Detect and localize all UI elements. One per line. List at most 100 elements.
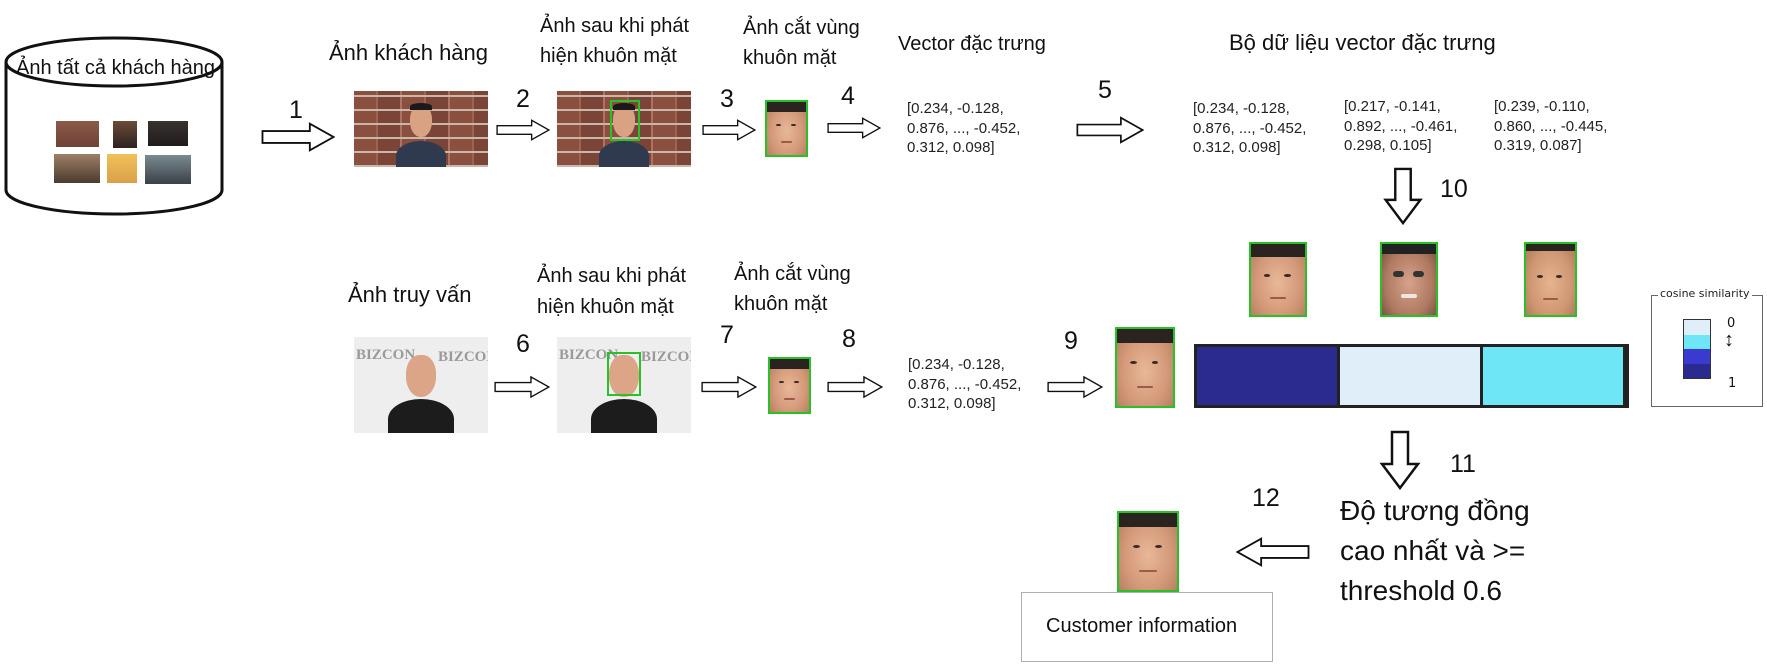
dataset-vector-1: [0.234, -0.128, 0.876, ..., -0.452, 0.31… [1193, 99, 1306, 158]
query-crop-line1: Ảnh cắt vùng [734, 263, 851, 285]
vector-line: [0.234, -0.128, [907, 100, 1004, 117]
arrow-step-4 [827, 114, 881, 142]
vector-line: 0.876, ..., -0.452, [907, 119, 1021, 137]
step-11-label: 11 [1450, 450, 1476, 478]
feature-vector-values: [0.234, -0.128, 0.876, ..., -0.452, 0.31… [907, 99, 1020, 158]
step-6-label: 6 [516, 330, 530, 358]
detected-query-photo: BIZCON BIZCON [557, 337, 691, 433]
vector-line: 0.876, ..., -0.452, [1193, 119, 1307, 137]
bar-end-tick [1626, 344, 1629, 408]
result-text: Độ tương đồng cao nhất và >= threshold 0… [1340, 491, 1530, 610]
step-7-label: 7 [720, 321, 734, 349]
step-5-label: 5 [1098, 76, 1112, 104]
similarity-segment-2 [1340, 347, 1480, 405]
candidate-face-1 [1249, 242, 1307, 317]
arrow-step-3 [702, 116, 756, 144]
legend-swatch-mid [1684, 349, 1710, 364]
arrow-step-2 [496, 116, 550, 144]
cropped-customer-face [765, 100, 808, 157]
vector-line: [0.234, -0.128, [1193, 100, 1290, 117]
db-thumb-5 [107, 154, 137, 183]
face-bounding-box [607, 352, 641, 396]
vector-line: [0.234, -0.128, [908, 356, 1005, 373]
arrow-step-7 [701, 373, 757, 401]
result-line-2: cao nhất và >= [1340, 534, 1526, 566]
query-photo-logo-text: BIZCON [356, 347, 416, 363]
vector-line: [0.217, -0.141, [1344, 98, 1441, 115]
query-photo-logo-text: BIZCON [438, 349, 488, 365]
customer-information-box[interactable]: Customer information [1021, 592, 1273, 662]
after-detect-title-line2: hiện khuôn mặt [540, 45, 677, 67]
customer-photo [354, 91, 488, 167]
step-3-label: 3 [720, 85, 734, 113]
face-bounding-box [610, 100, 640, 141]
arrow-step-6 [494, 373, 550, 401]
vector-line: 0.876, ..., -0.452, [908, 375, 1022, 393]
candidate-face-3 [1524, 242, 1577, 317]
vector-line: 0.312, 0.098] [1193, 139, 1281, 156]
dataset-vector-2: [0.217, -0.141, 0.892, ..., -0.461, 0.29… [1344, 97, 1457, 156]
db-label: Ảnh tất cả khách hàng [16, 57, 216, 79]
db-thumb-4 [54, 154, 100, 183]
step-12-label: 12 [1252, 484, 1280, 512]
arrow-step-11 [1375, 430, 1425, 490]
arrow-step-10 [1383, 167, 1423, 225]
similarity-segment-3 [1483, 347, 1623, 405]
step-9-label: 9 [1064, 327, 1078, 355]
result-line-1: Độ tương đồng [1340, 495, 1530, 526]
vector-line: 0.312, 0.098] [908, 395, 996, 412]
arrow-step-5 [1076, 110, 1144, 150]
similarity-bar [1194, 344, 1626, 408]
query-image-title: Ảnh truy vấn [348, 282, 472, 307]
db-thumb-6 [145, 155, 191, 184]
cropped-query-face [768, 357, 811, 414]
similarity-segment-1 [1197, 347, 1337, 405]
query-crop-line2: khuôn mặt [734, 293, 828, 315]
legend-max-label: 0 [1727, 316, 1736, 331]
query-photo: BIZCON BIZCON [354, 337, 488, 433]
legend-swatch [1683, 319, 1711, 379]
legend-swatch-high [1684, 363, 1710, 378]
candidate-face-2 [1380, 242, 1438, 317]
dataset-vector-3: [0.239, -0.110, 0.860, ..., -0.445, 0.31… [1494, 97, 1607, 156]
db-thumb-1 [56, 121, 99, 147]
step-4-label: 4 [841, 82, 855, 110]
vector-line: 0.312, 0.098] [907, 139, 995, 156]
legend-title: cosine similarity [1658, 287, 1752, 300]
vector-dataset-title: Bộ dữ liệu vector đặc trưng [1229, 30, 1496, 55]
query-after-detect-line1: Ảnh sau khi phát [537, 265, 686, 287]
step-1-label: 1 [289, 96, 303, 124]
vector-line: 0.860, ..., -0.445, [1494, 117, 1608, 135]
vector-line: 0.319, 0.087] [1494, 137, 1582, 154]
result-line-3: threshold 0.6 [1340, 574, 1502, 606]
step-8-label: 8 [842, 325, 856, 353]
db-thumb-3 [148, 121, 188, 146]
feature-vector-title: Vector đặc trưng [898, 33, 1046, 55]
step-2-label: 2 [516, 85, 530, 113]
matched-customer-face [1117, 511, 1179, 592]
crop-title-line1: Ảnh cắt vùng [743, 17, 860, 39]
vector-line: 0.892, ..., -0.461, [1344, 117, 1458, 135]
legend-swatch-low [1684, 320, 1710, 335]
arrow-step-9 [1047, 373, 1103, 401]
query-photo-logo-text: BIZCON [641, 349, 691, 365]
crop-title-line2: khuôn mặt [743, 47, 837, 69]
query-face-compare [1115, 327, 1175, 408]
arrow-step-8 [827, 373, 883, 401]
legend-updown-icon: ↕ [1724, 329, 1734, 351]
arrow-step-1 [261, 122, 335, 152]
db-thumb-2 [113, 121, 137, 148]
vector-line: [0.239, -0.110, [1494, 98, 1590, 115]
step-10-label: 10 [1440, 175, 1468, 203]
vector-line: 0.298, 0.105] [1344, 137, 1432, 154]
cosine-legend: cosine similarity 0 ↕ 1 [1651, 287, 1763, 407]
detected-customer-photo [557, 91, 691, 167]
query-after-detect-line2: hiện khuôn mặt [537, 296, 674, 318]
query-vector-values: [0.234, -0.128, 0.876, ..., -0.452, 0.31… [908, 355, 1021, 414]
after-detect-title-line1: Ảnh sau khi phát [540, 15, 689, 37]
legend-min-label: 1 [1728, 376, 1737, 391]
arrow-step-12 [1236, 531, 1310, 573]
customer-information-label: Customer information [1046, 615, 1238, 637]
legend-swatch-mid-light [1684, 334, 1710, 349]
query-photo-logo-text: BIZCON [559, 347, 619, 363]
